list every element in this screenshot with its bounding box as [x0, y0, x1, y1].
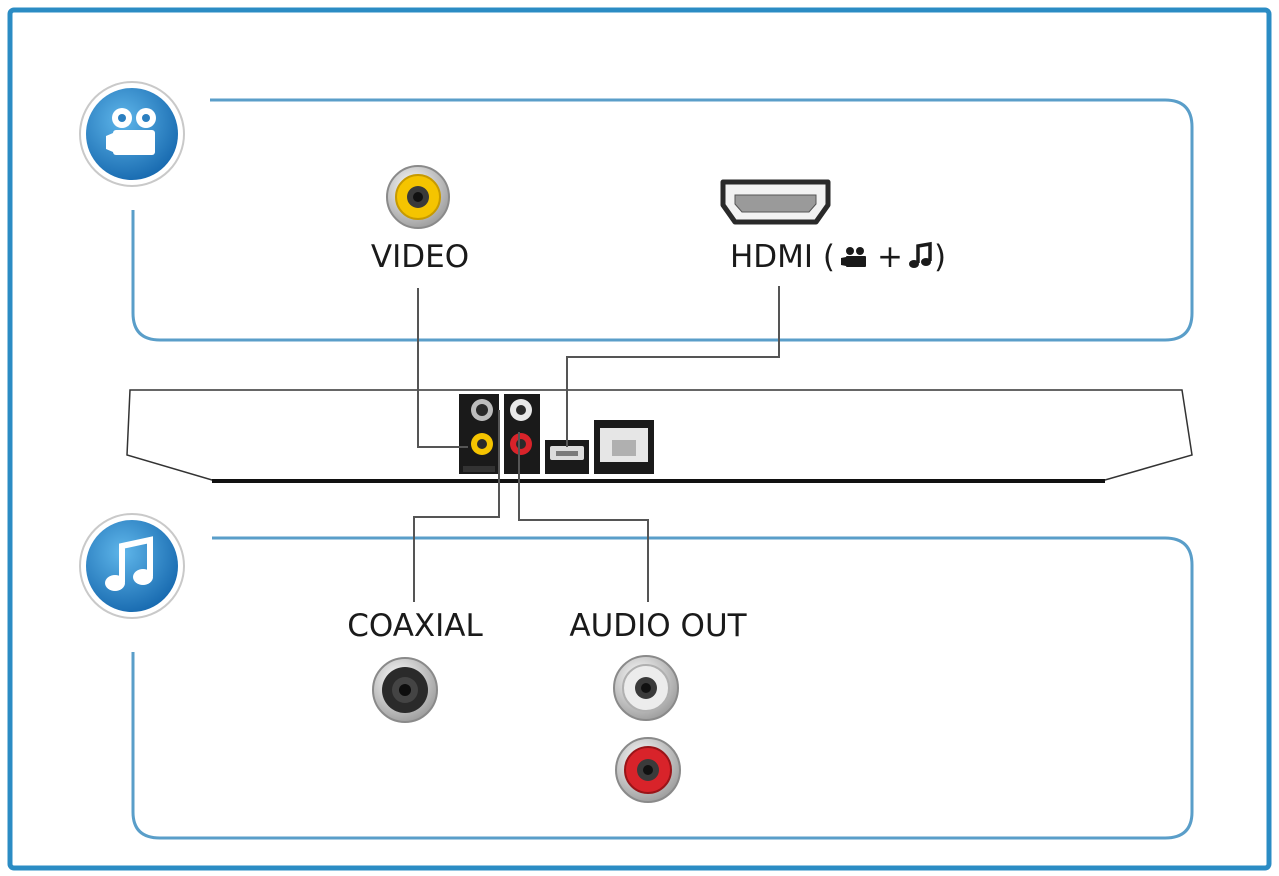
hdmi-plus: + [877, 239, 903, 275]
audio-section-box [131, 536, 1194, 840]
video-jack [386, 165, 450, 229]
hdmi-music-note-icon [909, 241, 932, 268]
music-note-icon [79, 513, 185, 619]
hdmi-label: HDMI ( [730, 239, 835, 275]
video-camera-icon [79, 81, 185, 187]
player-back-panel [126, 389, 1193, 483]
audio-out-white-jack [613, 655, 679, 721]
video-label: VIDEO [371, 239, 469, 275]
outer-frame [7, 7, 1272, 871]
coaxial-connector-line [413, 410, 500, 602]
coaxial-label: COAXIAL [347, 608, 483, 644]
audio-connector-line [518, 432, 649, 602]
coaxial-jack [372, 657, 438, 723]
hdmi-label-close: ) [934, 239, 946, 275]
audio-out-red-jack [615, 737, 681, 803]
hdmi-video-camera-icon [841, 247, 866, 267]
video-connector-line [417, 288, 468, 448]
video-section-box [131, 98, 1194, 342]
audio-out-label: AUDIO OUT [569, 608, 747, 644]
hdmi-port-icon [720, 179, 831, 225]
hdmi-connector-line [566, 286, 780, 447]
